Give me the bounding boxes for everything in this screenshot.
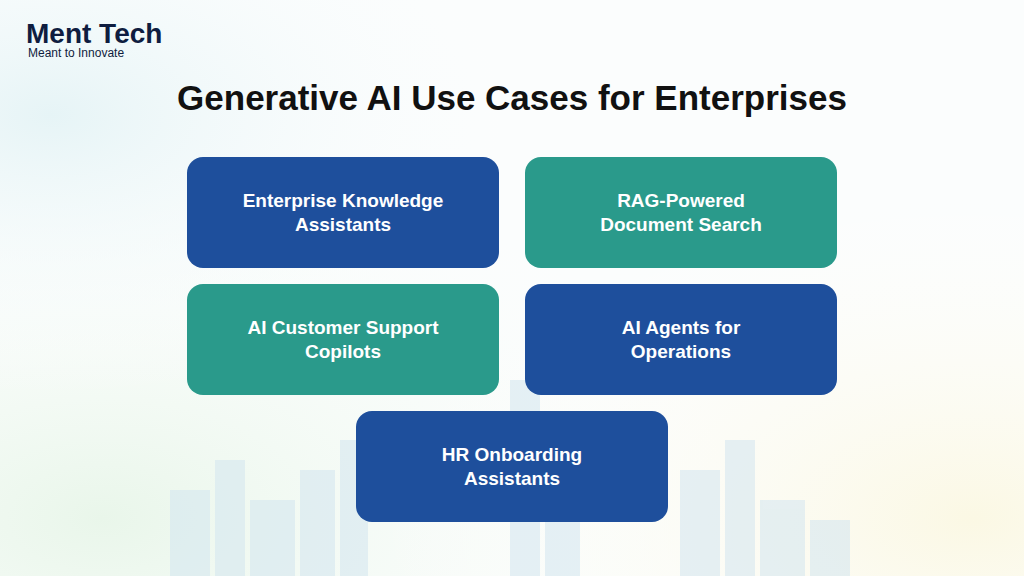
city-skyline xyxy=(170,380,850,576)
building xyxy=(725,440,755,576)
building xyxy=(215,460,245,576)
building xyxy=(810,520,850,576)
diagram-title: Generative AI Use Cases for Enterprises xyxy=(0,78,1024,118)
building xyxy=(250,500,295,576)
building xyxy=(300,470,335,576)
use-case-text: RAG-Powered Document Search xyxy=(591,189,771,237)
building xyxy=(680,470,720,576)
logo-wordmark: Ment Tech xyxy=(26,18,162,50)
use-case-box: AI Agents for Operations xyxy=(525,284,837,395)
use-case-box: AI Customer Support Copilots xyxy=(187,284,499,395)
logo-tagline: Meant to Innovate xyxy=(28,46,124,60)
use-case-text: Enterprise Knowledge Assistants xyxy=(236,189,451,237)
use-case-box: HR Onboarding Assistants xyxy=(356,411,668,522)
use-case-box: Enterprise Knowledge Assistants xyxy=(187,157,499,268)
building xyxy=(170,490,210,576)
use-case-text: AI Customer Support Copilots xyxy=(241,316,446,364)
use-case-text: AI Agents for Operations xyxy=(601,316,761,364)
building xyxy=(760,500,805,576)
use-case-box: RAG-Powered Document Search xyxy=(525,157,837,268)
use-case-text: HR Onboarding Assistants xyxy=(412,443,612,491)
